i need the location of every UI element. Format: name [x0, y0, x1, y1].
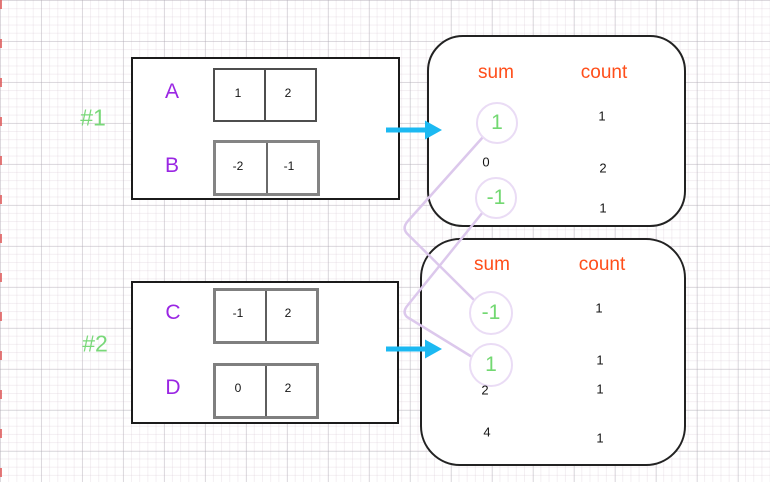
table-2-count-value: 1 [596, 430, 604, 446]
cell-a-1: 2 [284, 86, 292, 100]
cell-b-0: -2 [232, 159, 244, 173]
table-1-sum-value: -1 [486, 186, 506, 209]
cell-divider [265, 143, 268, 193]
table-2-count-value: 1 [596, 381, 604, 397]
array-b-cells[interactable] [213, 140, 320, 196]
table-2-sum-value: 4 [483, 424, 491, 440]
table-1-count-value: 1 [598, 108, 606, 124]
array-a-label: A [164, 80, 180, 103]
table-2-sum-value: 2 [481, 382, 489, 398]
cell-b-1: -1 [283, 159, 295, 173]
cell-divider [265, 366, 267, 416]
group-2-result-table[interactable] [420, 238, 686, 466]
array-d-cells[interactable] [213, 363, 319, 419]
cell-divider [265, 291, 267, 341]
table-2-count-value: 1 [595, 300, 603, 316]
group-1-result-table[interactable] [427, 35, 686, 227]
group-2-label: #2 [82, 330, 108, 357]
cell-d-1: 2 [284, 381, 292, 395]
cell-divider [264, 70, 266, 120]
table-2-count-value: 1 [596, 352, 604, 368]
table-1-sum-value: 0 [482, 154, 490, 170]
table-2-count-header: count [578, 254, 626, 275]
table-2-sum-value: -1 [481, 301, 501, 324]
array-c-cells[interactable] [213, 288, 319, 344]
cell-a-0: 1 [234, 86, 242, 100]
table-2-sum-value: 1 [485, 353, 497, 376]
cell-c-0: -1 [232, 306, 244, 320]
array-c-label: C [165, 301, 181, 324]
cell-d-0: 0 [234, 381, 242, 395]
table-1-count-value: 2 [599, 160, 607, 176]
array-d-label: D [165, 376, 181, 399]
table-2-sum-header: sum [474, 254, 510, 275]
table-1-sum-value: 1 [491, 111, 503, 134]
array-a-cells[interactable] [213, 68, 317, 122]
array-b-label: B [164, 154, 180, 177]
table-1-count-header: count [580, 62, 628, 83]
cell-c-1: 2 [284, 306, 292, 320]
table-1-sum-header: sum [478, 62, 514, 83]
group-1-label: #1 [80, 104, 106, 131]
table-1-count-value: 1 [599, 200, 607, 216]
